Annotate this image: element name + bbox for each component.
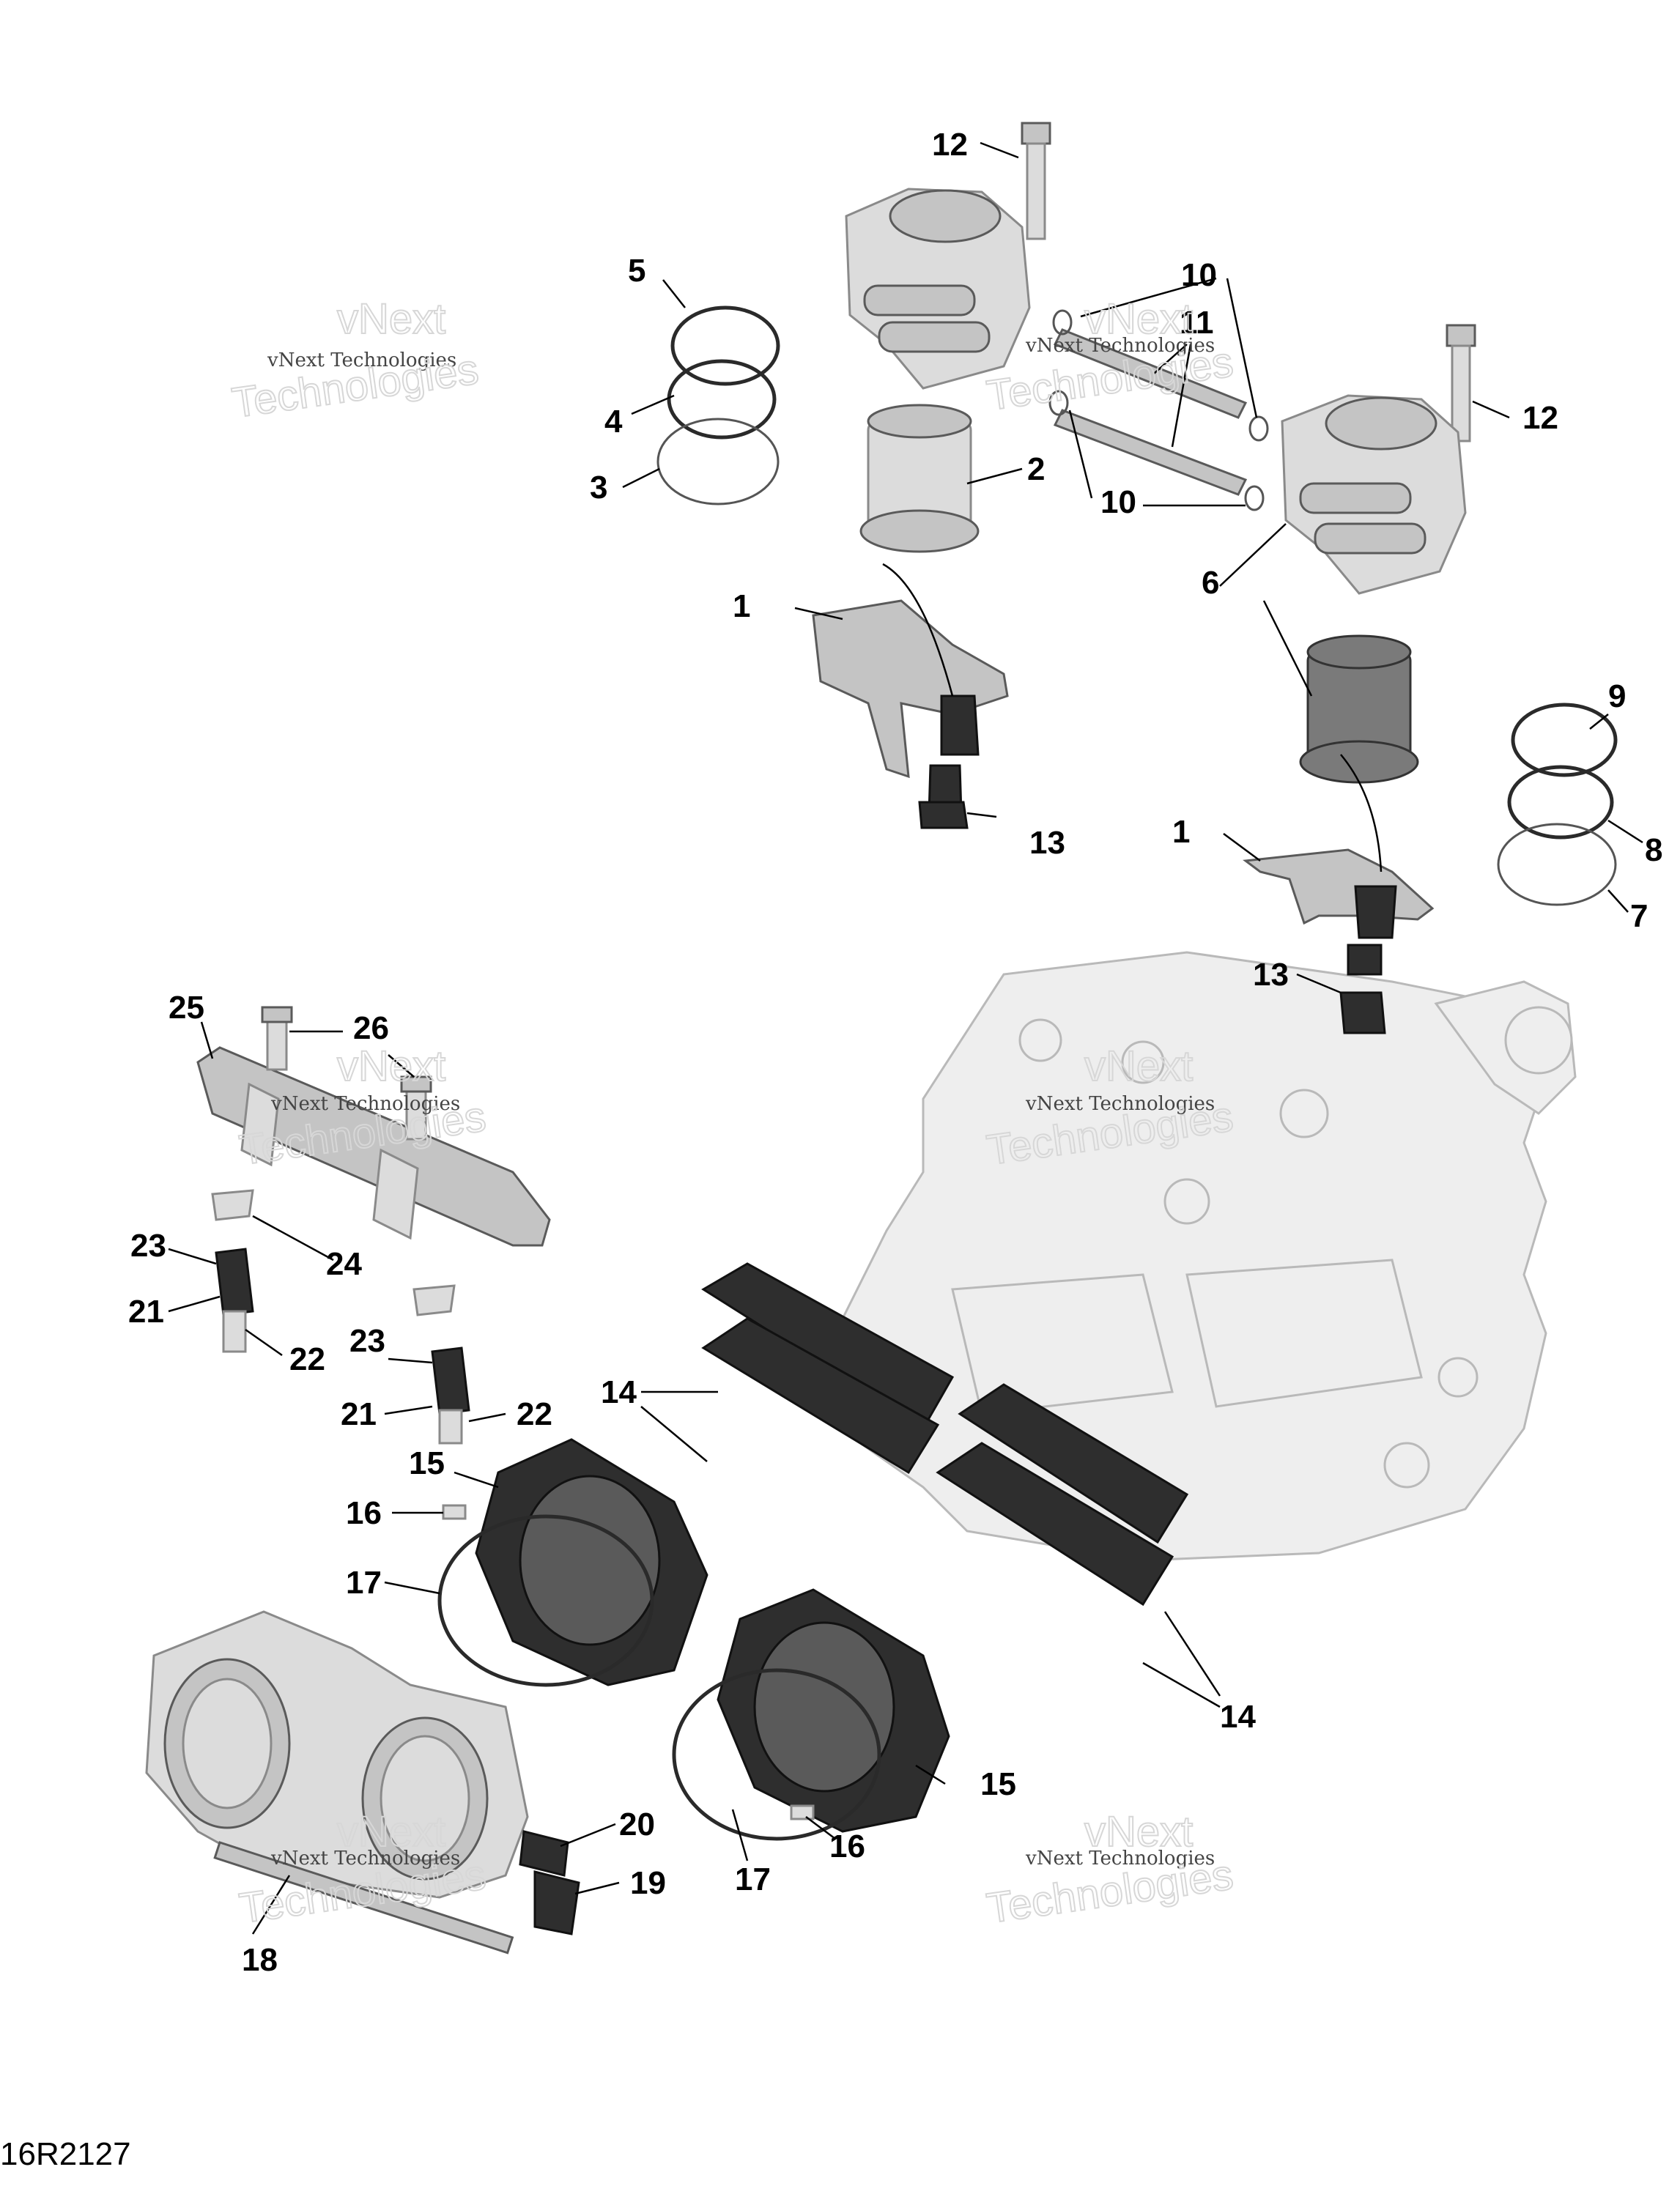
injector-21-a <box>215 1248 254 1353</box>
clamp-17-a <box>437 1514 654 1687</box>
ring-5 <box>670 305 780 386</box>
callout-21b: 21 <box>341 1396 377 1432</box>
callout-24: 24 <box>326 1246 362 1282</box>
bolt-26 <box>261 1006 432 1141</box>
callout-12a: 12 <box>932 127 968 163</box>
adaptor-15-b <box>717 1588 950 1833</box>
callout-7: 7 <box>1630 898 1648 934</box>
clip-24-b <box>412 1284 456 1316</box>
sensor-20 <box>519 1830 569 1877</box>
callout-11: 11 <box>1180 305 1214 341</box>
fuel-rail-25 <box>196 1046 551 1247</box>
svg-text:vNext Technologies: vNext Technologies <box>267 349 456 371</box>
ring-7 <box>1497 823 1617 906</box>
callout-22a: 22 <box>289 1341 325 1377</box>
sensor-13-upper <box>918 764 969 829</box>
clamp-17-b <box>672 1668 881 1841</box>
svg-text:vNext: vNext <box>337 295 445 343</box>
ring-3 <box>656 418 780 505</box>
callout-20: 20 <box>619 1807 655 1842</box>
adaptor-15-a <box>475 1438 708 1686</box>
callout-9: 9 <box>1608 678 1626 714</box>
callout-13a: 13 <box>1029 825 1065 861</box>
callout-13b: 13 <box>1253 957 1289 993</box>
svg-text:vNext: vNext <box>1084 295 1193 343</box>
o-rings-10 <box>1048 309 1269 511</box>
callout-1b: 1 <box>1172 814 1190 850</box>
svg-text:vNext Technologies: vNext Technologies <box>1025 1848 1215 1870</box>
bolt-16-a <box>442 1504 467 1520</box>
reed-valve-14-a <box>701 1262 955 1475</box>
throttle-body-18 <box>145 1610 529 1955</box>
svg-text:vNext: vNext <box>1084 1042 1193 1090</box>
callout-17a: 17 <box>346 1565 382 1601</box>
callout-3: 3 <box>590 470 607 505</box>
svg-text:vNext Technologies: vNext Technologies <box>1025 1093 1215 1115</box>
tube-11 <box>1053 328 1248 496</box>
callout-15a: 15 <box>409 1445 445 1481</box>
bolt-12-right <box>1446 324 1476 442</box>
callout-18: 18 <box>242 1942 278 1978</box>
clip-24-a <box>211 1189 254 1221</box>
callout-23a: 23 <box>130 1228 166 1264</box>
filter-housing-6 <box>1281 394 1467 595</box>
sensor-19 <box>533 1870 580 1935</box>
injector-21-b <box>431 1346 470 1445</box>
svg-text:vNext Technologies: vNext Technologies <box>270 1093 460 1115</box>
callout-22b: 22 <box>517 1396 552 1432</box>
callout-17b: 17 <box>735 1861 771 1897</box>
callout-23b: 23 <box>349 1323 385 1359</box>
callout-6: 6 <box>1202 565 1219 601</box>
watermark-1: vNext vNext Technologies Technologies <box>229 294 482 428</box>
callout-21a: 21 <box>128 1294 164 1330</box>
callout-10a: 10 <box>1181 257 1217 293</box>
ring-4 <box>667 359 777 440</box>
bolt-12-upper <box>1021 122 1051 240</box>
callout-10b: 10 <box>1100 484 1136 520</box>
callout-16a: 16 <box>346 1495 382 1531</box>
filter-housing-2 <box>845 188 1031 390</box>
callout-25: 25 <box>169 990 204 1026</box>
watermark-6: vNext vNext Technologies Technologies <box>983 1807 1237 1933</box>
callout-4: 4 <box>604 404 623 440</box>
callout-16b: 16 <box>829 1829 865 1864</box>
ring-8 <box>1507 765 1614 840</box>
callout-12b: 12 <box>1522 400 1558 436</box>
callout-14b: 14 <box>1220 1699 1256 1735</box>
gasket-1-right <box>1243 754 1435 939</box>
reed-valve-14-b <box>936 1383 1189 1607</box>
callout-5: 5 <box>628 253 645 289</box>
svg-text:vNext Technologies: vNext Technologies <box>1025 335 1215 357</box>
callout-15b: 15 <box>980 1766 1016 1802</box>
oil-filter-right <box>1299 634 1419 784</box>
bolt-16-b <box>790 1804 815 1820</box>
callout-8: 8 <box>1645 832 1662 868</box>
sensor-13-right <box>1339 944 1386 1034</box>
leader-lines <box>168 141 1643 1935</box>
svg-text:vNext: vNext <box>337 1808 445 1856</box>
callout-2: 2 <box>1027 451 1045 487</box>
svg-text:vNext: vNext <box>1084 1808 1193 1856</box>
callout-labels: 12 12 5 4 3 2 1 13 6 1 13 9 8 7 10 11 10… <box>128 127 1662 1978</box>
callout-26: 26 <box>353 1010 389 1046</box>
oil-filter-upper <box>859 404 980 553</box>
reference-code: 16R2127 <box>0 2136 131 2172</box>
callout-14a: 14 <box>601 1374 637 1410</box>
svg-text:vNext Technologies: vNext Technologies <box>270 1848 460 1870</box>
callout-19: 19 <box>630 1865 666 1901</box>
svg-text:vNext: vNext <box>337 1042 445 1090</box>
gasket-1-upper <box>812 563 1009 779</box>
ring-9 <box>1511 703 1618 777</box>
callout-1a: 1 <box>733 588 750 624</box>
